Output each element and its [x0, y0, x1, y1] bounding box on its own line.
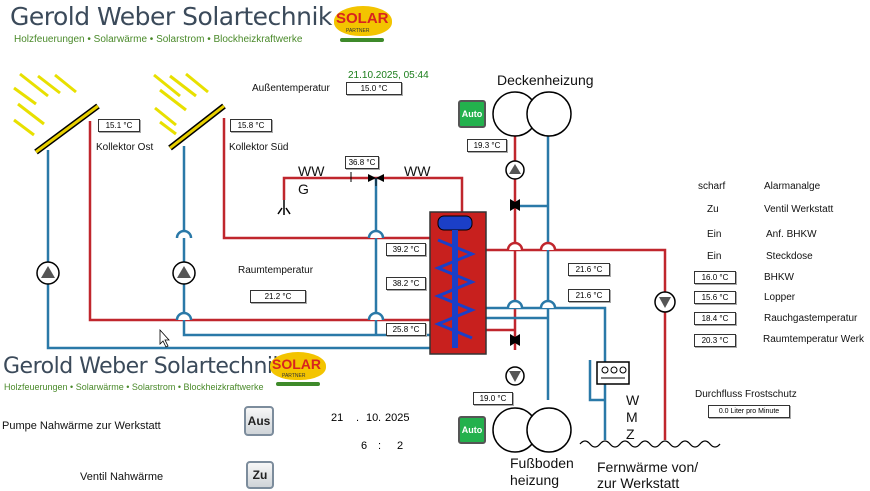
collector-east-label: Kollektor Ost [96, 142, 154, 153]
datetime-stamp: 21.10.2025, 05:44 [348, 70, 429, 81]
date-year: 2025 [385, 412, 410, 424]
date-separator: . [356, 412, 360, 424]
pump-east-icon [36, 261, 60, 285]
status-state: Ein [707, 251, 722, 262]
reading-name: BHKW [764, 272, 794, 283]
footer-solar-partner-logo: SOLAR PARTNER [268, 350, 328, 390]
floor-heating-label-1: Fußboden [510, 455, 574, 471]
line-temp-lower: 21.6 °C [568, 289, 610, 302]
pump-district-icon [654, 291, 676, 313]
ceiling-auto-button[interactable]: Auto [458, 100, 486, 128]
sun-rays-east-icon [13, 72, 77, 137]
shower-icon [277, 200, 291, 215]
reading-value: 16.0 °C [694, 271, 736, 284]
ceiling-heating-label: Deckenheizung [497, 72, 594, 88]
status-name: Steckdose [766, 251, 813, 262]
tank-coil [434, 238, 476, 340]
status-state: Ein [707, 229, 722, 240]
collector-east-temp: 15.1 °C [98, 119, 140, 132]
line-temp-upper: 21.6 °C [568, 263, 610, 276]
valve-label: Ventil Nahwärme [80, 471, 164, 483]
reading-value: 20.3 °C [694, 334, 736, 347]
valve-floor-icon [510, 334, 520, 346]
sun-rays-south-icon [153, 72, 209, 136]
reading-name: Lopper [764, 292, 796, 303]
district-heating-label-1: Fernwärme von/ [597, 459, 699, 475]
ceiling-temp: 19.3 °C [467, 139, 507, 152]
pump-label: Pumpe Nahwärme zur Werkstatt [2, 420, 161, 432]
outside-temp-value: 15.0 °C [346, 82, 402, 95]
room-temp-value: 21.2 °C [250, 290, 306, 303]
status-name: Anf. BHKW [766, 229, 817, 240]
status-name: Ventil Werkstatt [764, 204, 834, 215]
storage-temp-top: 39.2 °C [386, 243, 426, 256]
status-state: Zu [707, 204, 719, 215]
status-state: scharf [698, 181, 726, 192]
collector-south-temp: 15.8 °C [230, 119, 272, 132]
date-month: 10 [366, 412, 379, 424]
time-minute: 2 [397, 440, 404, 452]
district-heating-label-2: zur Werkstatt [597, 475, 680, 491]
status-name: Alarmanalge [764, 181, 821, 192]
reading-value: 15.6 °C [694, 291, 736, 304]
pump-south-icon [172, 261, 196, 285]
valve-toggle-button[interactable]: Zu [246, 461, 274, 489]
date-separator: . [378, 412, 382, 424]
reading-name: Rauchgastemperatur [764, 313, 858, 324]
ww-temp: 36.8 °C [345, 156, 379, 169]
date-day: 21 [331, 412, 344, 424]
underground-line [579, 440, 721, 448]
ww-right-label: WW [404, 163, 431, 179]
company-name: Gerold Weber Solartechnik [10, 2, 332, 31]
pump-toggle-button[interactable]: Aus [244, 406, 274, 436]
storage-temp-bottom: 25.8 °C [386, 323, 426, 336]
time-hour: 6 [361, 440, 368, 452]
wmz-letter-m: M [626, 409, 638, 425]
ww-left-label: WW [298, 163, 325, 179]
pump-floor-icon [505, 366, 525, 386]
room-temp-label: Raumtemperatur [238, 265, 314, 276]
floor-auto-button[interactable]: Auto [458, 416, 486, 444]
solar-partner-logo: SOLAR PARTNER [330, 4, 394, 46]
ww-g-label: G [298, 181, 309, 197]
outside-temp-label: Außentemperatur [252, 83, 330, 94]
valve-ww-icon [368, 174, 384, 186]
wmz-letter-z: Z [626, 426, 635, 442]
wmz-letter-w: W [626, 392, 640, 408]
pump-ceiling-icon [505, 160, 525, 180]
reading-name: Raumtemperatur Werk [763, 334, 864, 345]
footer-company-name: Gerold Weber Solartechnik [3, 354, 285, 379]
floor-heating-label-2: heizung [510, 472, 560, 488]
company-tagline: Holzfeuerungen • Solarwärme • Solarstrom… [14, 34, 303, 45]
footer-company-tagline: Holzfeuerungen • Solarwärme • Solarstrom… [4, 382, 264, 392]
floor-temp: 19.0 °C [473, 392, 513, 405]
collector-south-label: Kollektor Süd [229, 142, 289, 153]
heat-meter-icon [596, 361, 630, 385]
flow-value: 0.0 Liter pro Minute [708, 405, 790, 418]
flow-label: Durchfluss Frostschutz [695, 389, 797, 400]
storage-temp-mid: 38.2 °C [386, 277, 426, 290]
time-separator: : [378, 440, 382, 452]
valve-ceiling-icon [510, 199, 520, 211]
cold-pipes [46, 128, 607, 440]
mouse-cursor-icon [159, 328, 170, 348]
ceiling-heat-exchanger-icon [492, 91, 572, 137]
reading-value: 18.4 °C [694, 312, 736, 325]
floor-heat-exchanger-icon [492, 407, 572, 453]
